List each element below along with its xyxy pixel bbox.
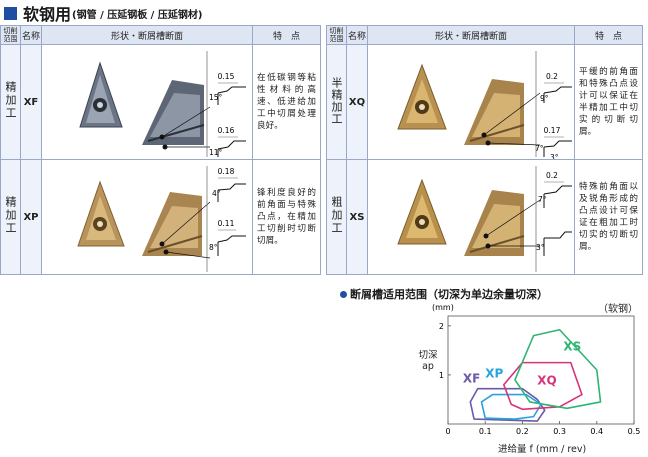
profile-1-xp — [217, 177, 246, 202]
x-tick-label: 0 — [445, 427, 450, 436]
profile-2-xf — [217, 136, 246, 157]
cut-range-finishing: 精加工 — [0, 44, 21, 160]
header-name: 名称 — [20, 25, 42, 45]
dim-angle-xs: 7° — [538, 195, 547, 204]
region-label-xq: XQ — [537, 374, 556, 388]
insert-image-xf — [79, 61, 123, 128]
cut-range-semi-finishing: 半精加工 — [326, 44, 347, 160]
x-tick-label: 0.2 — [516, 427, 529, 436]
cut-label: 精加工 — [4, 81, 17, 120]
y-unit-label: (mm) — [432, 303, 454, 312]
feature-xs: 特殊前角面以及锐角形成的凸点设计可保证在粗加工时切实的切断切屑。 — [574, 159, 643, 275]
left-spec-table: 切削范围 名称 形状・断屑槽断面 特 点 精加工 XF — [0, 25, 321, 275]
cut-range-roughing: 粗加工 — [326, 159, 347, 275]
chart-title: 断屑槽适用范围（切深为单边余量切深） — [340, 286, 548, 302]
insert-name-xf: XF — [20, 44, 42, 160]
cut-label: 精加工 — [4, 196, 17, 235]
section-title: 软钢用 (钢管 / 压延钢板 / 压延钢材) — [4, 3, 203, 24]
insert-name-xp: XP — [20, 159, 42, 275]
dim-angle-xf-2: 11° — [209, 148, 223, 157]
region-xf — [469, 387, 546, 422]
dim-angle2-xs: 3° — [536, 243, 545, 252]
cut-label: 半精加工 — [330, 76, 343, 125]
insert-image-xp — [77, 180, 125, 247]
dim-width-xp-2: 0.11 — [218, 219, 235, 228]
insert-closeup-xf — [142, 80, 211, 150]
shape-cell-xp: 0.18 4° 0.11 8° — [41, 159, 253, 275]
y-tick-label: 1 — [439, 371, 444, 380]
region-xq — [503, 361, 583, 411]
feature-xf: 在低碳钢等粘性材料的高速、低进给加工中切屑处理良好。 — [252, 44, 321, 160]
shape-cell-xf: 0.15 15° 0.16 11° — [41, 44, 253, 160]
title-main: 软钢用 — [23, 5, 72, 24]
insert-closeup-xp — [142, 192, 211, 259]
title-sub: (钢管 / 压延钢板 / 压延钢材) — [72, 9, 203, 21]
header-shape: 形状・断屑槽断面 — [41, 25, 253, 45]
dim-angle-xq-1: 9° — [540, 94, 549, 103]
profile-1-xq — [543, 82, 572, 103]
region-xp — [480, 393, 542, 420]
material-label: （软钢） — [598, 304, 638, 315]
header-cut: 切削范围 — [326, 25, 347, 45]
dim-angle-xq-2: 7° — [535, 144, 544, 153]
dim-width-xs: 0.2 — [546, 171, 558, 180]
chart-title-text: 断屑槽适用范围（切深为单边余量切深） — [350, 288, 548, 301]
header-cut: 切削范围 — [0, 25, 21, 45]
x-axis-label: 进给量 f (mm / rev) — [498, 444, 587, 455]
header-shape: 形状・断屑槽断面 — [367, 25, 575, 45]
region-xs — [514, 328, 602, 410]
y-axis-label-top: 切深 — [418, 350, 438, 361]
insert-name-xq: XQ — [346, 44, 368, 160]
dim-angle-xf-1: 15° — [209, 93, 223, 102]
y-axis-label-bottom: ap — [422, 361, 434, 372]
x-tick-label: 0.3 — [553, 427, 566, 436]
dim-width-xp-1: 0.18 — [218, 167, 235, 176]
cut-range-finishing-2: 精加工 — [0, 159, 21, 275]
region-label-xp: XP — [485, 366, 503, 380]
bullet-dot-icon — [340, 290, 347, 298]
header-feature: 特 点 — [574, 25, 643, 45]
x-tick-label: 0.4 — [590, 427, 603, 436]
region-label-xf: XF — [463, 371, 480, 385]
cut-label: 粗加工 — [330, 196, 343, 235]
dim-angle2-xq-2: 3° — [550, 153, 559, 159]
y-tick-label: 2 — [439, 322, 444, 331]
dim-width-xq-2: 0.17 — [544, 126, 561, 135]
profile-2-xq — [543, 136, 572, 157]
dim-width-xf-1: 0.15 — [218, 72, 235, 81]
feature-xq: 平缓的前角面和特殊凸点设计可以保证在半精加工中切实的切断切屑。 — [574, 44, 643, 160]
applicable-range-chart: (mm) 0 0.1 0.2 0.3 0.4 0.5 1 2 XF XP XQ XS — [432, 303, 641, 436]
insert-closeup-xq — [464, 79, 541, 146]
insert-name-xs: XS — [346, 159, 368, 275]
y-axis-label: 切深 ap — [418, 350, 438, 372]
shape-cell-xs: 0.2 7° 3° — [367, 159, 575, 275]
insert-image-xs — [397, 178, 447, 245]
plot-frame — [447, 315, 635, 425]
x-tick-label: 0.1 — [479, 427, 492, 436]
profile-1-xf — [217, 82, 246, 105]
header-feature: 特 点 — [252, 25, 321, 45]
profile-2-xp — [217, 229, 246, 256]
region-label-xs: XS — [563, 339, 581, 353]
feature-xp: 锋利度良好的前角面与特殊凸点，在精加工切削时切断切屑。 — [252, 159, 321, 275]
shape-cell-xq: 0.2 9° 0.17 7° 3° — [367, 44, 575, 160]
x-tick-label: 0.5 — [628, 427, 641, 436]
dim-angle-xp-1: 4° — [212, 189, 221, 198]
title-square-icon — [4, 6, 17, 20]
dim-width-xq-1: 0.2 — [546, 72, 558, 81]
right-spec-table: 切削范围 名称 形状・断屑槽断面 特 点 半精加工 XQ — [326, 25, 643, 275]
insert-closeup-xs — [464, 190, 541, 256]
dim-angle-xp-2: 8° — [209, 243, 218, 252]
dim-width-xf-2: 0.16 — [218, 126, 235, 135]
insert-image-xq — [397, 63, 447, 130]
header-name: 名称 — [346, 25, 368, 45]
profile-1-xs — [543, 181, 572, 256]
